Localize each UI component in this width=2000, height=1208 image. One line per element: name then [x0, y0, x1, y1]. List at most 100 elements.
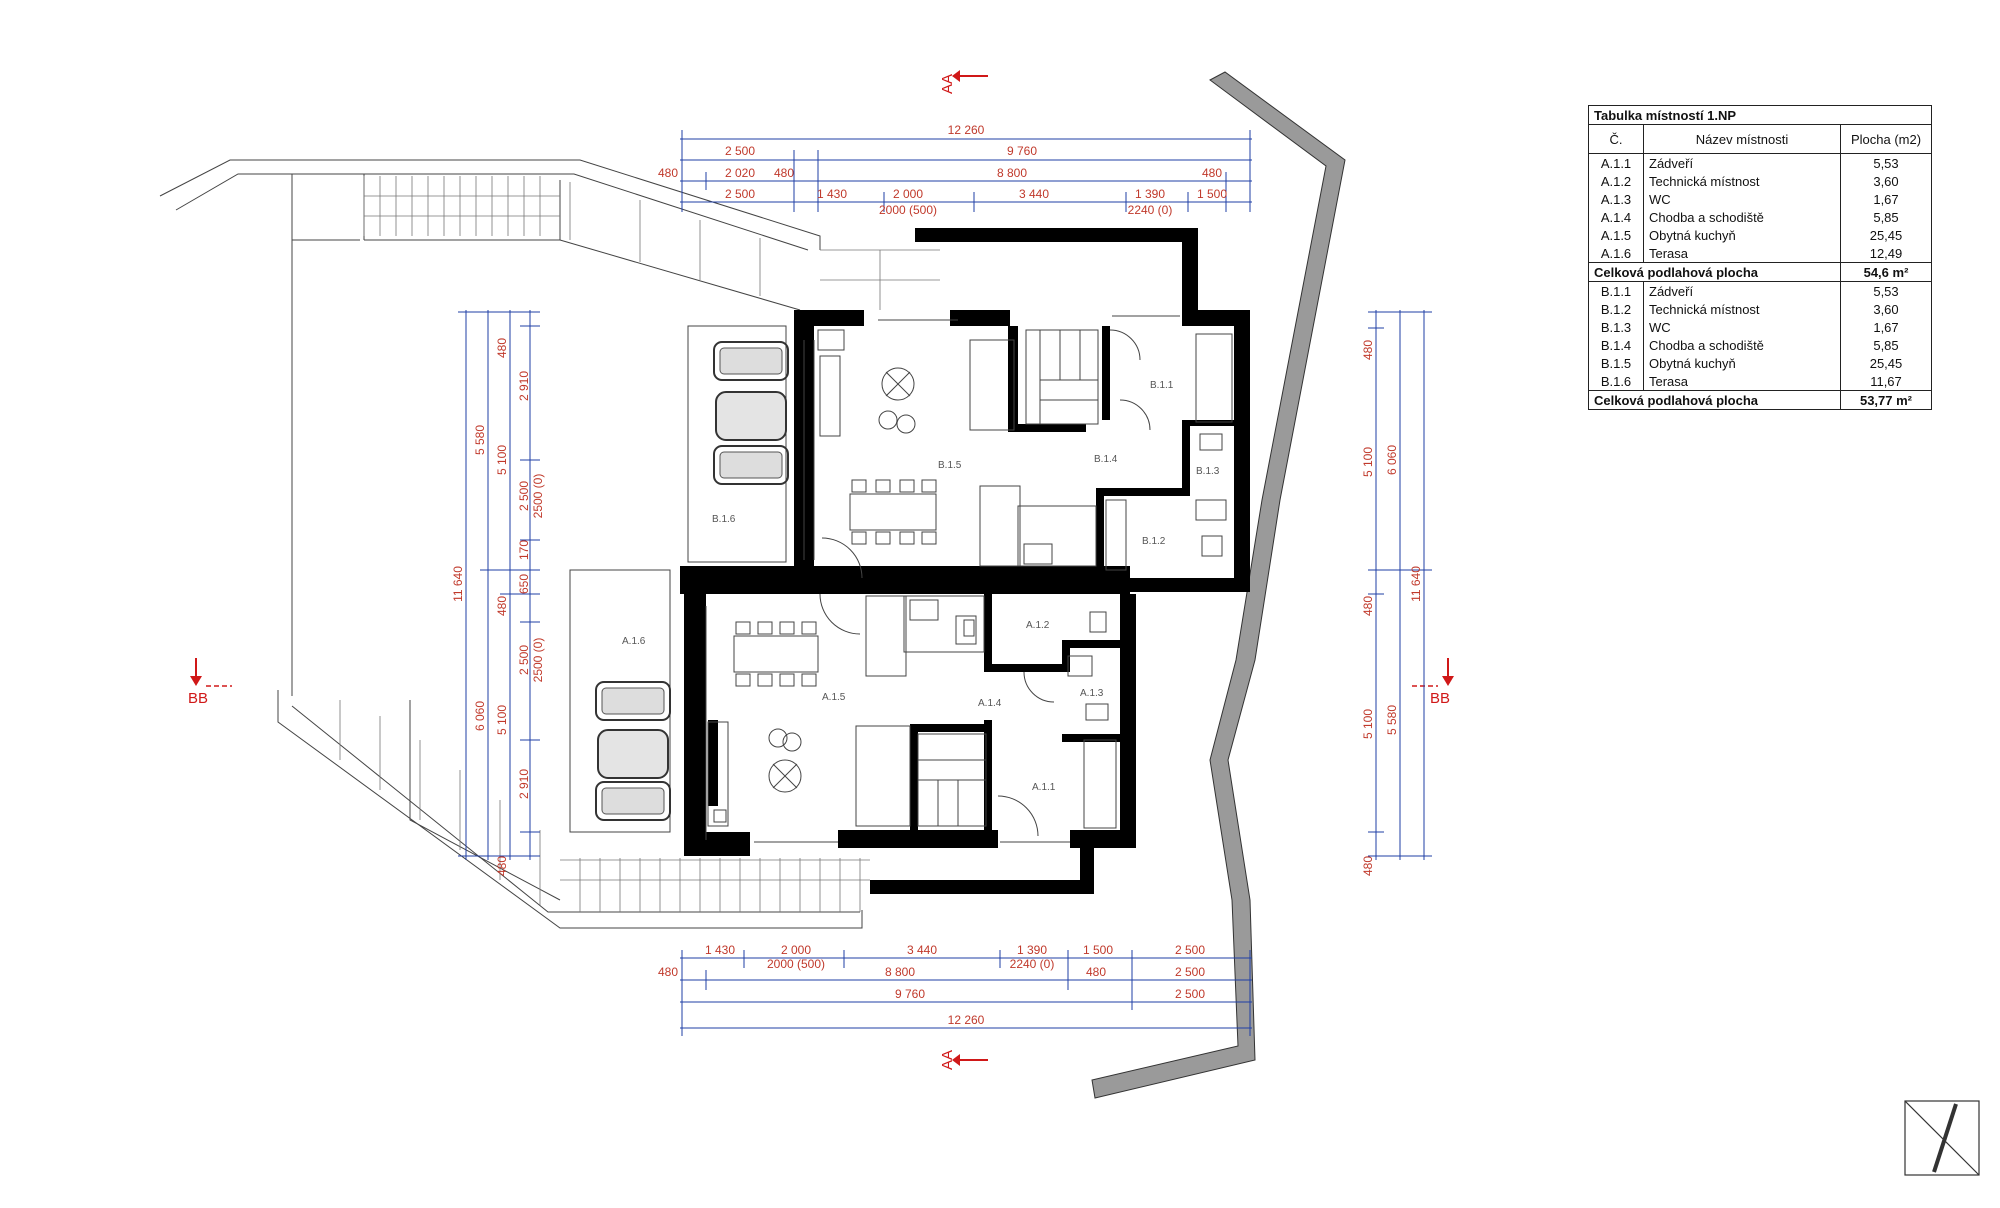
cell-area: 1,67: [1840, 190, 1932, 208]
retaining-wall-right: [1091, 71, 1346, 1099]
table-title: Tabulka místností 1.NP: [1588, 105, 1932, 125]
dim-left-inner-0: 5 100: [495, 445, 509, 475]
dim-bot-r1-3: 1 390: [1017, 943, 1047, 957]
upper-stair-treads: [363, 176, 940, 310]
cell-area: 11,67: [1840, 372, 1932, 391]
unit-b-fittings: [803, 315, 1233, 579]
dim-bot-r1-2: 3 440: [907, 943, 937, 957]
room-b14-label: B.1.4: [1094, 454, 1118, 465]
table-header-number: Č.: [1588, 124, 1644, 154]
room-labels: B.1.1 B.1.2 B.1.3 B.1.4 B.1.5 B.1.6 A.1.…: [622, 380, 1220, 793]
dim-top-r3-3: 8 800: [997, 166, 1027, 180]
cell-name: Zádveří: [1643, 281, 1841, 300]
cell-id: A.1.2: [1588, 172, 1644, 190]
table-header-area: Plocha (m2): [1840, 124, 1932, 154]
cell-id: A.1.3: [1588, 190, 1644, 208]
dim-top-r3-1: 2 020: [725, 166, 755, 180]
dim-top-r4-0: 2 500: [725, 187, 755, 201]
dim-right-inner-0: 480: [1361, 340, 1375, 360]
cell-name: Technická místnost: [1643, 300, 1841, 318]
walls: [680, 228, 1250, 894]
dim-top-r4-5: 1 500: [1197, 187, 1227, 201]
cell-id: B.1.1: [1588, 281, 1644, 300]
cell-name: Chodba a schodiště: [1643, 336, 1841, 354]
dim-right-inner-1: 5 100: [1361, 447, 1375, 477]
total-b-value: 53,77 m²: [1840, 390, 1932, 410]
dim-left-detail-0: 480: [495, 338, 509, 358]
dim-right-inner-4: 480: [1361, 856, 1375, 876]
section-bb-right: BB: [1430, 690, 1450, 707]
dim-top-r4sub-0: 2000 (500): [879, 203, 937, 217]
dim-bot-r2-2: 480: [1086, 965, 1106, 979]
cell-name: Terasa: [1643, 372, 1841, 391]
section-bb-left: BB: [188, 690, 208, 707]
room-a16-label: A.1.6: [622, 636, 646, 647]
cell-id: B.1.6: [1588, 372, 1644, 391]
dim-bot-r1-4: 1 500: [1083, 943, 1113, 957]
cell-area: 12,49: [1840, 244, 1932, 263]
dim-left-inner-3: 480: [495, 856, 509, 876]
dim-bot-r1sub-0: 2000 (500): [767, 957, 825, 971]
cell-area: 5,53: [1840, 153, 1932, 172]
dim-top-r3-2: 480: [774, 166, 794, 180]
room-a11-label: A.1.1: [1032, 782, 1056, 793]
lower-stair-treads: [339, 700, 870, 912]
table-header-name: Název místnosti: [1643, 124, 1841, 154]
dim-top-r3-4: 480: [1202, 166, 1222, 180]
cell-name: Chodba a schodiště: [1643, 208, 1841, 226]
dim-top-r4-2: 2 000: [893, 187, 923, 201]
total-b-label: Celková podlahová plocha: [1588, 390, 1841, 410]
dim-left-inner-1: 480: [495, 596, 509, 616]
dim-left-detail-2: 2 500: [517, 481, 531, 511]
cell-area: 5,85: [1840, 208, 1932, 226]
dim-top-r4-1: 1 430: [817, 187, 847, 201]
cell-area: 1,67: [1840, 318, 1932, 336]
dim-top-r3-0: 480: [658, 166, 678, 180]
dimension-lines-right: [1368, 310, 1432, 860]
cell-id: A.1.5: [1588, 226, 1644, 244]
room-b13-label: B.1.3: [1196, 466, 1220, 477]
cell-area: 25,45: [1840, 226, 1932, 244]
dim-top-r4-4: 1 390: [1135, 187, 1165, 201]
dim-left-detail-5: 650: [517, 574, 531, 594]
room-b11-label: B.1.1: [1150, 380, 1174, 391]
dim-top-r4-3: 3 440: [1019, 187, 1049, 201]
dim-right-mid-0: 6 060: [1385, 445, 1399, 475]
dim-bot-r1-5: 2 500: [1175, 943, 1205, 957]
cell-name: WC: [1643, 318, 1841, 336]
dim-left-detail-1: 2 910: [517, 371, 531, 401]
dim-right-inner-3: 5 100: [1361, 709, 1375, 739]
dim-left-detail-7: 2500 (0): [531, 638, 545, 683]
dim-left-detail-4: 170: [517, 540, 531, 560]
dimension-text-top: 12 260 2 500 9 760 480 2 020 480 8 800 4…: [658, 123, 1227, 217]
dim-left-detail-3: 2500 (0): [531, 474, 545, 519]
room-a15-label: A.1.5: [822, 692, 846, 703]
cell-area: 3,60: [1840, 300, 1932, 318]
terrace-furniture: [595, 341, 789, 821]
room-a12-label: A.1.2: [1026, 620, 1050, 631]
dimension-lines-bottom: [680, 950, 1252, 1036]
dimension-text-bottom: 1 430 2 000 3 440 1 390 1 500 2 500 2000…: [658, 943, 1205, 1027]
cell-id: A.1.4: [1588, 208, 1644, 226]
room-a14-label: A.1.4: [978, 698, 1002, 709]
dim-bot-r1-0: 1 430: [705, 943, 735, 957]
dim-top-total: 12 260: [948, 123, 985, 137]
cell-name: Zádveří: [1643, 153, 1841, 172]
cell-name: Obytná kuchyň: [1643, 354, 1841, 372]
dim-bot-r1sub-1: 2240 (0): [1010, 957, 1055, 971]
dim-left-detail-8: 2 910: [517, 769, 531, 799]
cell-area: 25,45: [1840, 354, 1932, 372]
cell-id: B.1.2: [1588, 300, 1644, 318]
dim-top-r2-1: 9 760: [1007, 144, 1037, 158]
dim-left-mid-0: 5 580: [473, 425, 487, 455]
dim-bot-r2-0: 480: [658, 965, 678, 979]
cell-name: Technická místnost: [1643, 172, 1841, 190]
